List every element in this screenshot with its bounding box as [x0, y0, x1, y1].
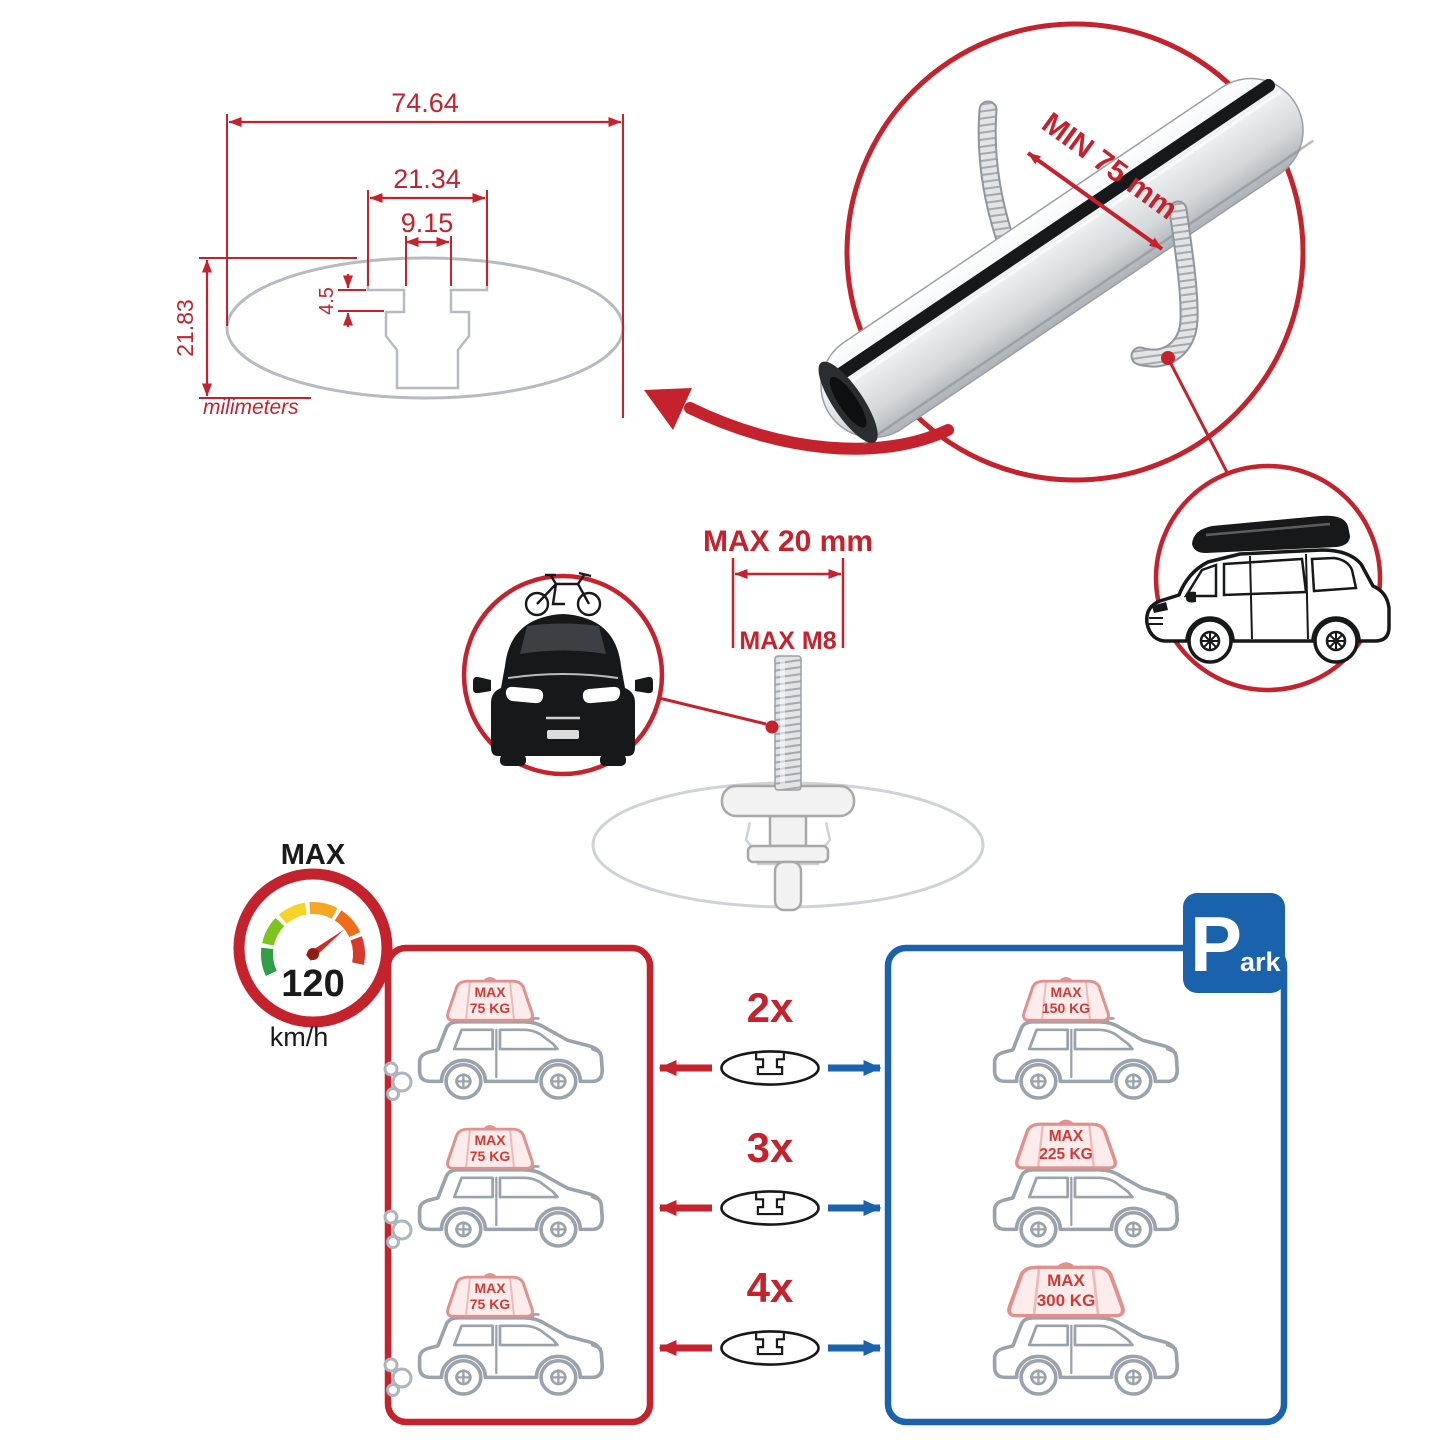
- parking-sign-ark: ark: [1240, 947, 1282, 977]
- car-front-silhouette: [473, 614, 653, 766]
- parking-sign-board: [1183, 893, 1285, 993]
- bike-car-badge: [461, 571, 767, 777]
- suv-mirror: [1186, 591, 1196, 603]
- speed-value: 120: [281, 963, 344, 1005]
- dimension-slot-label: 9.15: [401, 208, 454, 238]
- clamp-leader-line: [1166, 357, 1234, 483]
- cross-section-diagram: 74.64 21.34 9.15 4.5 21.83 milimeters: [172, 88, 625, 419]
- threaded-bolt-highlight: [780, 660, 785, 784]
- bag-kg-label: 150 KG: [1042, 1000, 1090, 1016]
- car-plate: [547, 730, 579, 739]
- bolt-dimension-lines: [731, 558, 845, 648]
- gauge-arcs: [260, 902, 365, 976]
- crossbar-detail: MIN 75 mm: [644, 21, 1315, 483]
- multiplier-label: 2x: [747, 984, 794, 1031]
- crossbar-count-icon: [720, 1330, 820, 1366]
- exhaust-smoke: [383, 1061, 413, 1101]
- bag-kg-label: 225 KG: [1039, 1146, 1092, 1163]
- speed-limit-gauge: MAX 120 km/h: [233, 839, 393, 1052]
- multiplier-row-2: 3x: [658, 1124, 882, 1226]
- parking-sign-p: P: [1190, 900, 1242, 988]
- multiplier-label: 3x: [747, 1124, 794, 1171]
- load-comparison: MAX 75 KG MAX 75 KG MAX 75 KG: [233, 839, 1288, 1426]
- parked-car-row-1: MAX 150 KG: [992, 976, 1180, 1100]
- clamp-t-nut: [746, 844, 830, 864]
- car-wheel-right: [600, 754, 626, 766]
- parking-sign: P ark: [1183, 893, 1285, 993]
- roof-box-highlight: [1205, 522, 1331, 537]
- bag-kg-label: 75 KG: [470, 1148, 511, 1164]
- multiplier-label: 4x: [747, 1264, 794, 1311]
- car-headlight-right: [582, 686, 621, 704]
- bag-max-label: MAX: [474, 1280, 506, 1296]
- suv-headlamp: [1152, 602, 1168, 613]
- bolt-point-dot: [765, 720, 779, 734]
- bag-max-label: MAX: [1047, 1271, 1085, 1290]
- crossbar-end-inner: [829, 376, 867, 428]
- bag-kg-label: 300 KG: [1037, 1291, 1096, 1310]
- extension-lines: [199, 114, 624, 418]
- speed-max-label: MAX: [281, 839, 346, 871]
- multiplier-row-1: 2x: [658, 984, 882, 1086]
- bag-max-label: MAX: [1050, 984, 1082, 1000]
- parked-car-row-3: MAX 300 KG: [992, 1264, 1180, 1396]
- pointer-arrow-curve: [684, 402, 954, 455]
- min-grip-dimension-line: [1026, 151, 1164, 251]
- bag-kg-label: 75 KG: [470, 1296, 511, 1312]
- crossbar-count-icon: [720, 1190, 820, 1226]
- car-windshield: [520, 623, 606, 654]
- car-hood-line: [507, 673, 619, 679]
- multiplier-row-3: 4x: [658, 1264, 882, 1366]
- dimension-lines: [202, 117, 622, 397]
- speed-units: km/h: [270, 1022, 329, 1052]
- dimension-lip-label: 4.5: [316, 287, 338, 315]
- car-mirror-left: [473, 676, 491, 694]
- bolt-max-thread-label: MAX M8: [739, 627, 836, 655]
- suv-wheel-front: [1187, 618, 1233, 664]
- dimension-channel-label: 21.34: [393, 164, 461, 194]
- dimension-width-label: 74.64: [391, 88, 459, 118]
- bag-max-label: MAX: [474, 984, 506, 1000]
- clamp-neck: [768, 814, 808, 848]
- crossbar-count-icon: [720, 1050, 820, 1086]
- parked-car-row-2: MAX 225 KG: [992, 1119, 1180, 1248]
- driving-car-row-2: MAX 75 KG: [383, 1124, 605, 1249]
- pointer-arrow-head: [644, 388, 692, 430]
- exhaust-smoke: [383, 1357, 413, 1397]
- profile-ellipse: [225, 256, 625, 400]
- bolt-max-length-label: MAX 20 mm: [703, 525, 873, 558]
- driving-car-row-1: MAX 75 KG: [383, 976, 605, 1101]
- threaded-bolt: [774, 655, 802, 791]
- suv-grille: [1149, 617, 1163, 625]
- bolt-leader-line: [658, 696, 767, 726]
- clamp-stem: [773, 860, 803, 912]
- bag-max-label: MAX: [1049, 1128, 1084, 1145]
- clamp-foot: [720, 784, 856, 912]
- suv-wheel-rear: [1313, 618, 1359, 664]
- bag-kg-label: 75 KG: [470, 1000, 511, 1016]
- suv-roofbox-badge: [1145, 463, 1391, 693]
- bike-silhouette: [524, 571, 602, 617]
- dimension-height-label: 21.83: [172, 299, 198, 357]
- car-wheel-left: [500, 754, 526, 766]
- driving-car-row-3: MAX 75 KG: [383, 1272, 605, 1397]
- gauge-pivot: [307, 948, 319, 960]
- car-headlight-left: [505, 686, 544, 704]
- profile-t-slot: [366, 262, 489, 390]
- units-label: milimeters: [203, 396, 299, 419]
- exhaust-smoke: [383, 1209, 413, 1249]
- u-bolt-left-rod: [977, 100, 1014, 246]
- bolt-detail: MAX 20 mm MAX M8: [591, 525, 985, 912]
- detail-circle: [844, 21, 1306, 483]
- suv-door-lines: [1249, 553, 1309, 640]
- crossbar-lower-shade: [863, 139, 1315, 445]
- bag-max-label: MAX: [474, 1132, 506, 1148]
- car-mirror-right: [635, 676, 653, 694]
